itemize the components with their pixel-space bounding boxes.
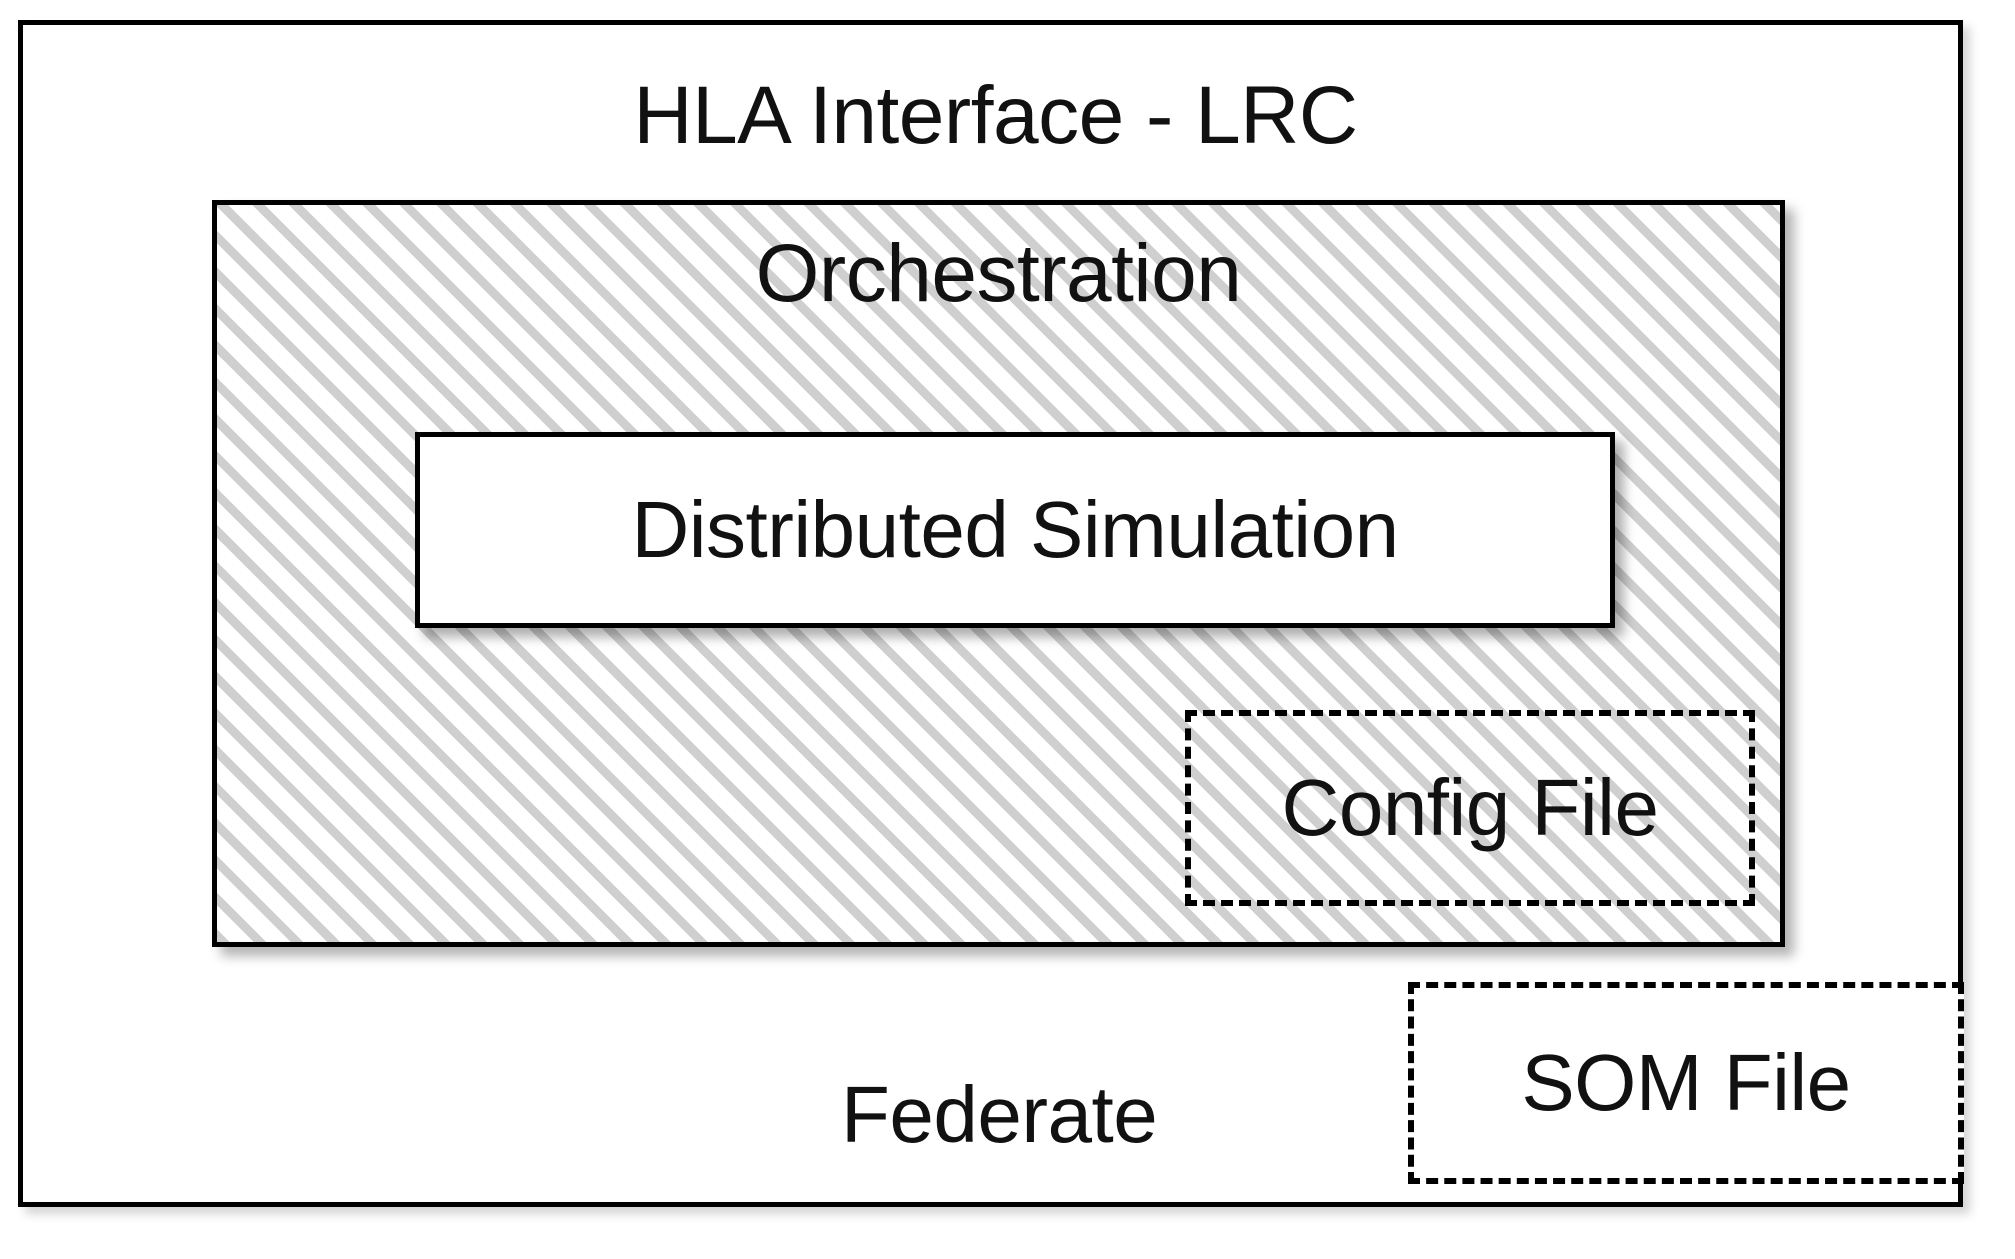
som-file-label: SOM File	[1521, 1038, 1851, 1127]
diagram-title: HLA Interface - LRC	[633, 70, 1358, 161]
federate-label: Federate	[841, 1070, 1158, 1159]
config-file-box: Config File	[1185, 710, 1755, 906]
federate-container: HLA Interface - LRC Orchestration Distri…	[18, 20, 1964, 1207]
som-file-box: SOM File	[1408, 982, 1964, 1184]
orchestration-container: Orchestration Distributed Simulation Con…	[212, 200, 1785, 947]
orchestration-label: Orchestration	[755, 228, 1242, 319]
config-file-label: Config File	[1281, 763, 1659, 852]
distributed-simulation-label: Distributed Simulation	[631, 485, 1399, 574]
distributed-simulation-box: Distributed Simulation	[415, 432, 1615, 628]
